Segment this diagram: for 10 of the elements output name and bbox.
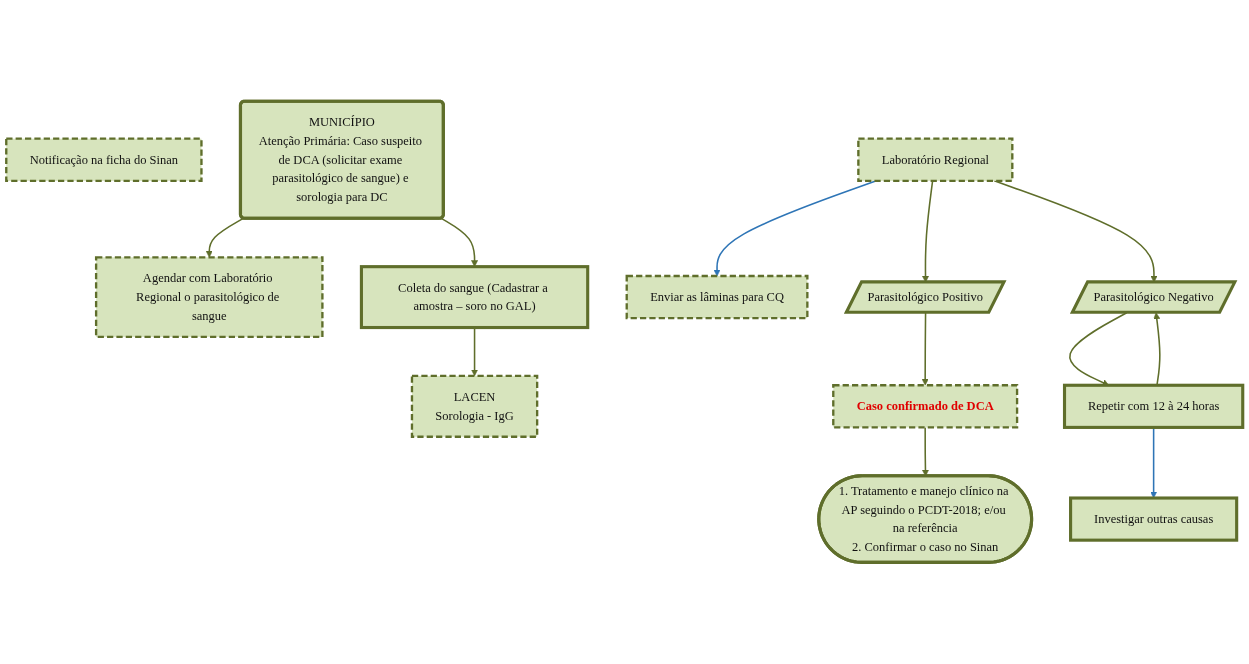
node-box: LACEN Sorologia - IgG [410, 374, 539, 439]
node-box: Investigar outras causas [1069, 496, 1239, 542]
arrow [205, 217, 245, 258]
node-box: Enviar as lâminas para CQ [625, 275, 809, 320]
node-box: Agendar com Laboratório Regional o parasitológico de sangue [94, 256, 324, 339]
node-box: Laboratório Regional [857, 137, 1014, 183]
node-box: Repetir com 12 à 24 horas [1062, 383, 1245, 430]
node-box: Coleta do sangue (Cadastrar a amostra – soro no GAL) [359, 265, 590, 330]
node-box: Caso confirmado de DCA [832, 384, 1019, 429]
node-box: Notificação na ficha do Sinan [5, 137, 203, 183]
